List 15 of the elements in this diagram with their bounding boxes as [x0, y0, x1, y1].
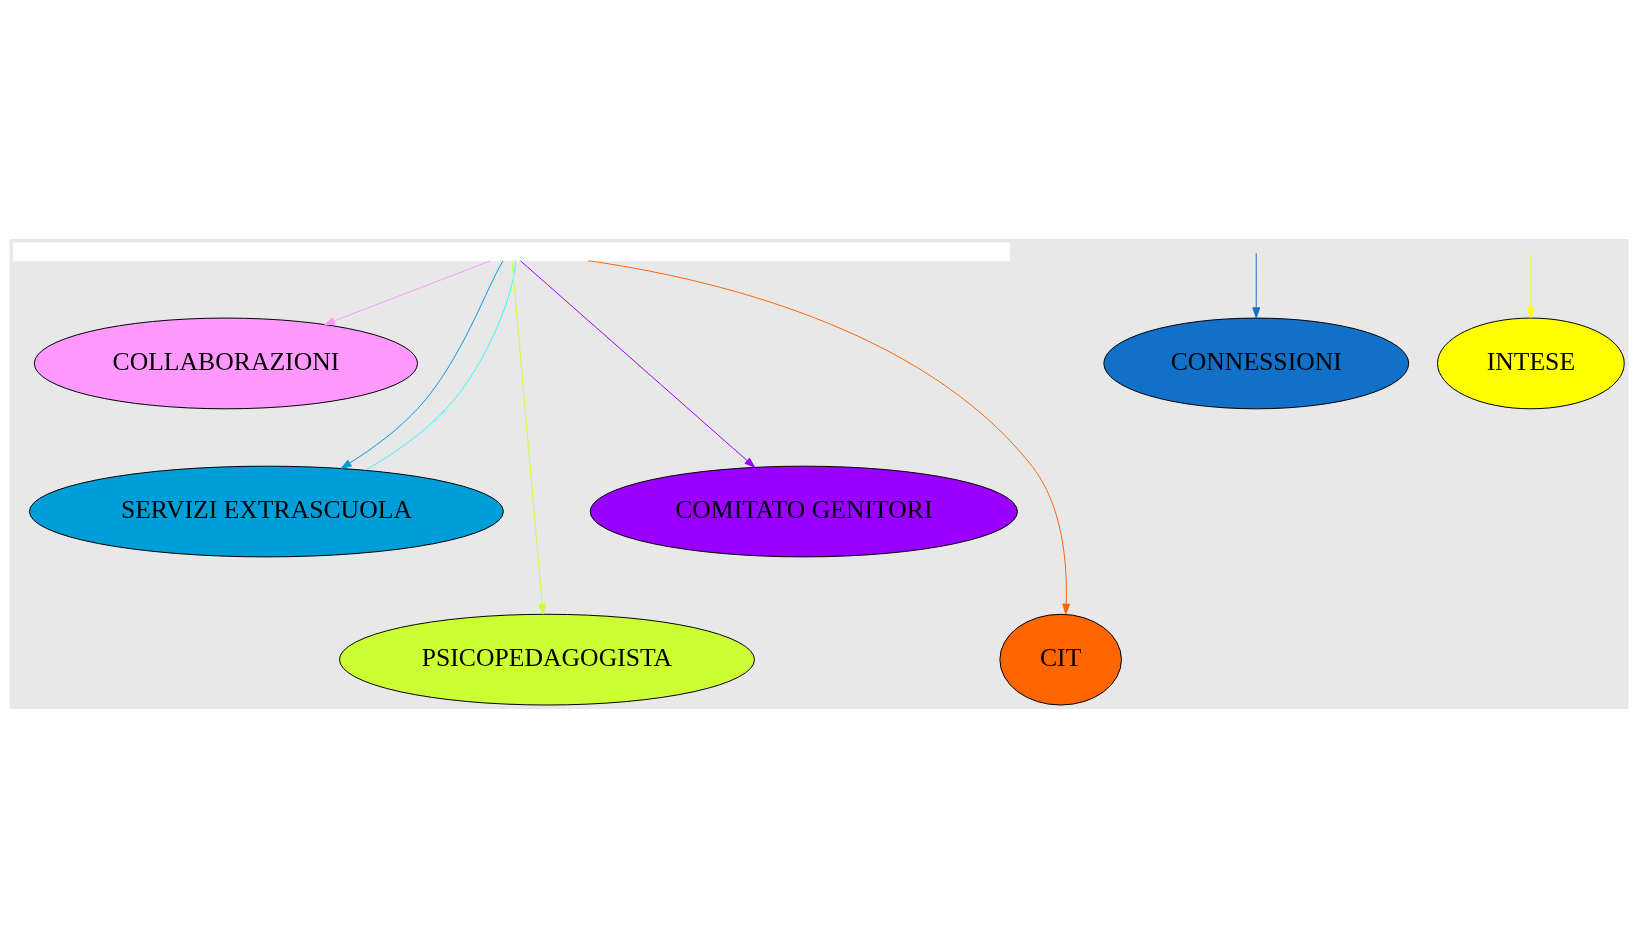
- node-box: [13, 241, 1010, 261]
- arrow: [1526, 251, 1535, 318]
- node-ellipse: CONNESSIONI: [1103, 317, 1410, 409]
- node-ellipse: CIT: [999, 613, 1122, 705]
- arrow: [511, 259, 547, 615]
- arrow: [340, 259, 504, 469]
- node-ellipse: COMITATO GENITORI: [589, 465, 1018, 557]
- node-ellipse: SERVIZI EXTRASCUOLA: [28, 465, 504, 557]
- node-ellipse: INTESE: [1437, 317, 1625, 409]
- arrow: [324, 259, 491, 325]
- arrow: [1252, 251, 1261, 318]
- connector: [364, 259, 516, 471]
- node-ellipse: PSICOPEDAGOGISTA: [339, 613, 755, 705]
- arrow: [519, 259, 756, 468]
- arrow: [587, 259, 1071, 615]
